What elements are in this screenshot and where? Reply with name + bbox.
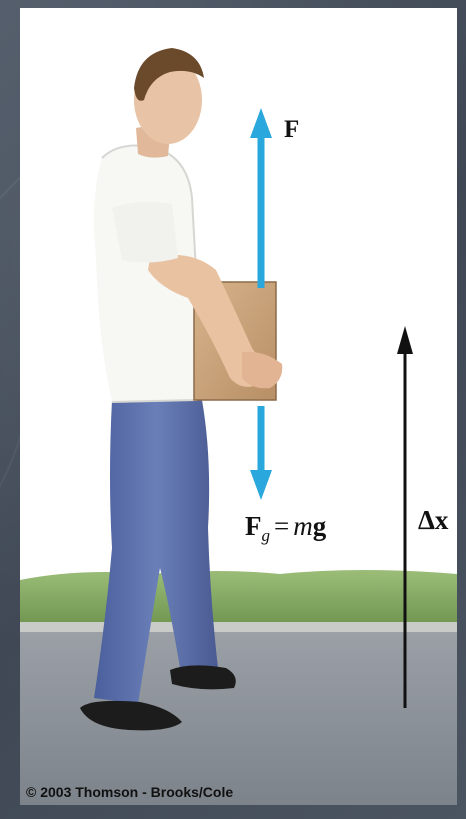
hand xyxy=(242,351,283,389)
gravity-force-arrow xyxy=(250,406,272,500)
displacement-arrow xyxy=(397,326,413,708)
hair xyxy=(134,48,204,101)
copyright-notice: © 2003 Thomson - Brooks/Cole xyxy=(26,784,234,800)
person-figure xyxy=(80,48,283,731)
displacement-label: Δx xyxy=(418,505,449,535)
gravity-subscript: g xyxy=(261,526,271,545)
scene-illustration xyxy=(20,48,457,805)
gravity-equals: = xyxy=(274,511,290,541)
grass-strip xyxy=(20,570,457,626)
gravity-mass: m xyxy=(293,511,313,541)
applied-force-label: F xyxy=(284,116,300,143)
gravity-symbol: F xyxy=(245,511,262,541)
physics-figure: F Fg=mg Δx © 2003 Thomson - Brooks/Cole xyxy=(20,8,457,805)
left-shoe xyxy=(80,700,182,731)
gravity-force-label: Fg=mg xyxy=(245,511,326,546)
applied-force-arrow xyxy=(250,108,272,288)
right-shoe xyxy=(170,665,236,690)
curb xyxy=(20,622,457,632)
road xyxy=(20,632,457,805)
gravity-accel: g xyxy=(312,511,327,541)
